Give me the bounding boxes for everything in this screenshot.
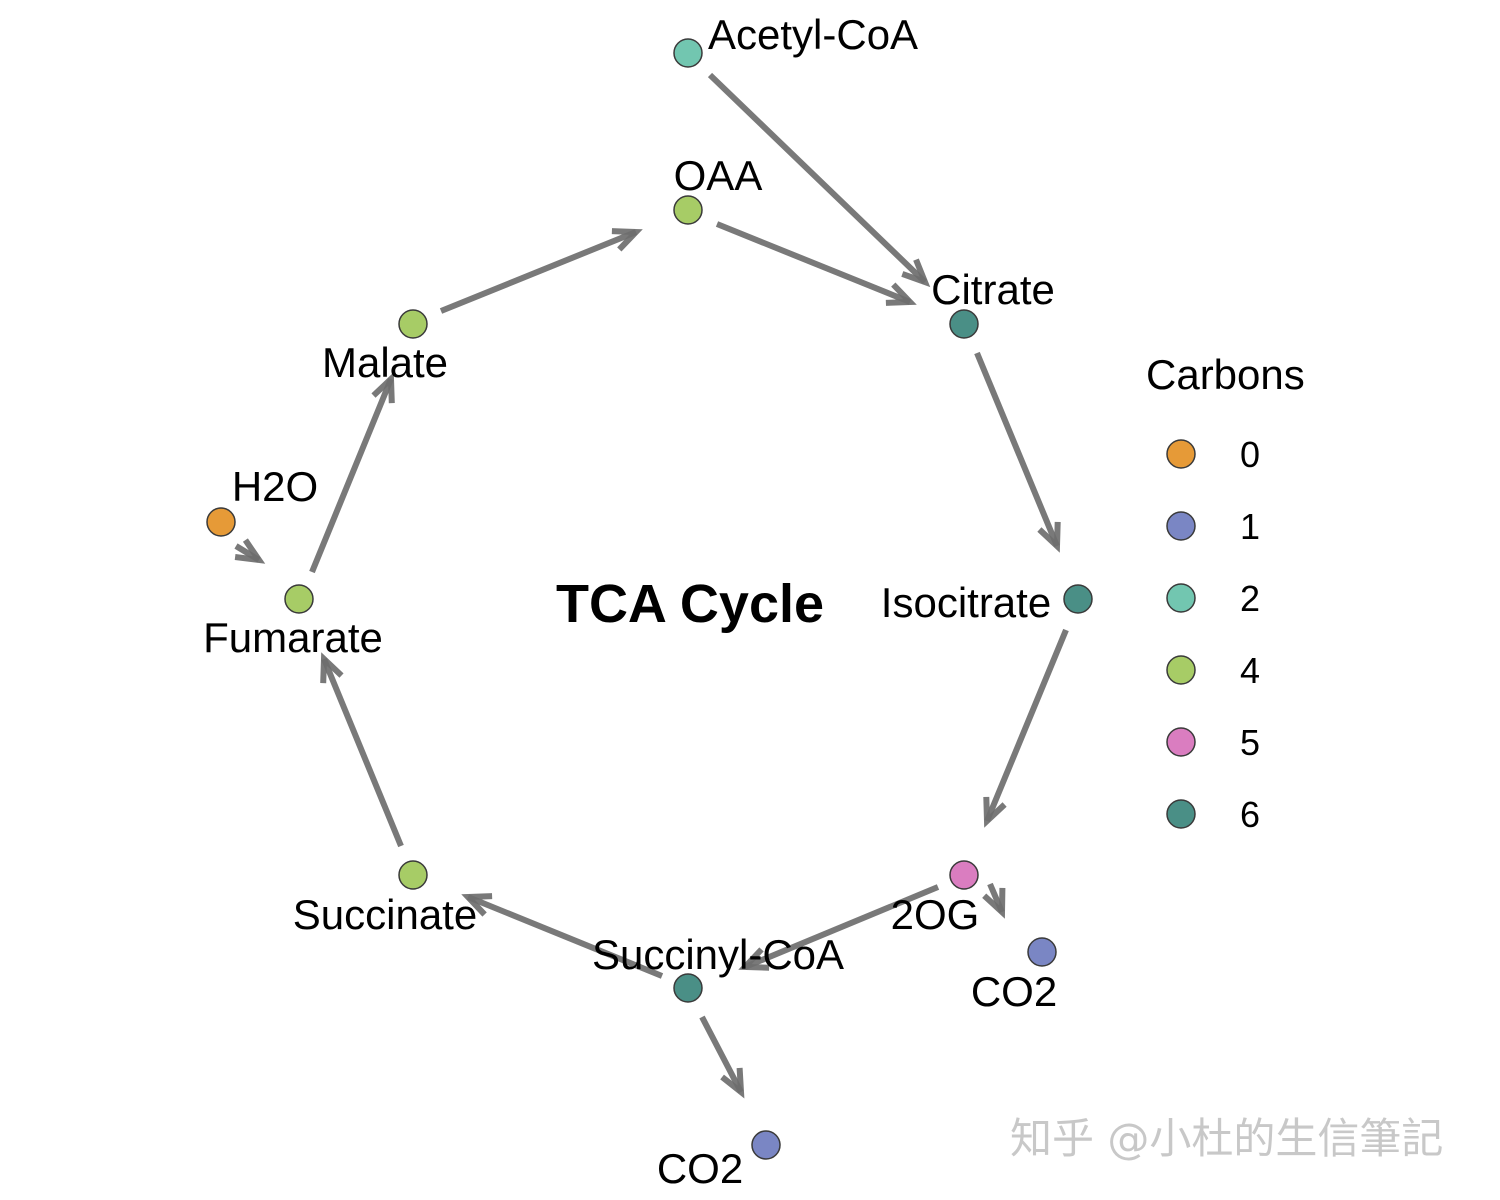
legend-swatch <box>1166 583 1196 613</box>
legend-label: 0 <box>1240 434 1260 475</box>
edge-h2o-to-fumarate <box>234 538 266 564</box>
edge-isocitrate-to-two_og <box>983 628 1069 828</box>
legend-item-2: 2 <box>1166 578 1260 619</box>
arrowhead <box>1037 521 1061 553</box>
legend-swatch <box>1166 727 1196 757</box>
node-label-malate: Malate <box>322 339 448 386</box>
node-dot-co2_a <box>1027 937 1057 967</box>
arrowhead <box>320 652 344 684</box>
legend-swatch <box>1166 799 1196 829</box>
node-label-fumarate: Fumarate <box>203 614 383 661</box>
legend-items: 0 1 2 4 5 6 <box>1166 434 1260 835</box>
node-label-succinate: Succinate <box>293 891 477 938</box>
node-label-two_og: 2OG <box>891 891 980 938</box>
node-label-acetyl_coa: Acetyl-CoA <box>708 11 918 58</box>
legend-item-5: 5 <box>1166 722 1260 763</box>
legend-label: 4 <box>1240 650 1260 691</box>
edge-line <box>743 884 940 970</box>
legend-label: 2 <box>1240 578 1260 619</box>
legend-swatch <box>1166 655 1196 685</box>
edge-oaa-to-citrate <box>715 221 917 306</box>
edge-fumarate-to-malate <box>309 372 395 574</box>
edge-line <box>466 894 664 979</box>
edge-malate-to-oaa <box>439 228 643 314</box>
edges-layer <box>234 72 1069 1099</box>
node-dot-h2o <box>206 507 236 537</box>
arrowhead <box>885 282 917 306</box>
arrowhead <box>234 538 266 564</box>
node-label-co2_a: CO2 <box>971 968 1057 1015</box>
edge-line <box>715 221 912 305</box>
edge-line <box>984 628 1069 823</box>
edge-succinyl_coa-to-succinate <box>461 893 664 979</box>
edge-citrate-to-isocitrate <box>974 351 1061 553</box>
nodes-layer <box>206 38 1093 1160</box>
edge-line <box>974 351 1060 548</box>
watermark-text: 知乎 @小杜的生信筆記 <box>1010 1114 1443 1163</box>
legend: Carbons 0 1 2 4 5 6 <box>1146 351 1305 835</box>
node-dot-succinyl_coa <box>673 973 703 1003</box>
node-dot-two_og <box>949 860 979 890</box>
diagram-title: TCA Cycle <box>556 574 824 634</box>
node-label-succinyl_coa: Succinyl-CoA <box>592 931 844 978</box>
node-label-isocitrate: Isocitrate <box>881 579 1051 626</box>
legend-item-6: 6 <box>1166 794 1260 835</box>
edge-line <box>321 657 404 848</box>
edge-line <box>309 377 394 574</box>
edge-line <box>439 229 638 314</box>
edge-two_og-to-co2_a <box>982 882 1006 919</box>
node-dot-succinate <box>398 860 428 890</box>
arrowhead <box>461 893 493 917</box>
legend-item-1: 1 <box>1166 506 1260 547</box>
legend-swatch <box>1166 439 1196 469</box>
node-dot-fumarate <box>284 584 314 614</box>
node-dot-isocitrate <box>1063 584 1093 614</box>
node-dot-co2_b <box>751 1130 781 1160</box>
node-dot-acetyl_coa <box>673 38 703 68</box>
node-dot-oaa <box>673 195 703 225</box>
arrowhead <box>371 372 395 404</box>
arrowhead <box>720 1067 745 1099</box>
edge-line <box>707 72 928 285</box>
node-label-oaa: OAA <box>674 152 763 199</box>
arrowhead <box>983 796 1007 828</box>
legend-title: Carbons <box>1146 351 1305 398</box>
legend-label: 5 <box>1240 722 1260 763</box>
legend-item-0: 0 <box>1166 434 1260 475</box>
node-dot-citrate <box>949 309 979 339</box>
arrowhead <box>901 258 931 288</box>
legend-swatch <box>1166 511 1196 541</box>
legend-label: 6 <box>1240 794 1260 835</box>
edge-succinyl_coa-to-co2_b <box>699 1015 745 1099</box>
node-label-co2_b: CO2 <box>657 1145 743 1192</box>
legend-label: 1 <box>1240 506 1260 547</box>
edge-succinate-to-fumarate <box>320 652 404 848</box>
legend-item-4: 4 <box>1166 650 1260 691</box>
arrowhead <box>611 228 643 252</box>
arrowhead <box>982 887 1006 919</box>
arrowhead <box>738 947 770 971</box>
edge-acetyl_coa-to-citrate <box>707 72 931 288</box>
edge-line <box>699 1015 744 1094</box>
node-label-h2o: H2O <box>232 463 318 510</box>
node-dot-malate <box>398 309 428 339</box>
edge-two_og-to-succinyl_coa <box>738 884 940 971</box>
node-label-citrate: Citrate <box>931 266 1055 313</box>
